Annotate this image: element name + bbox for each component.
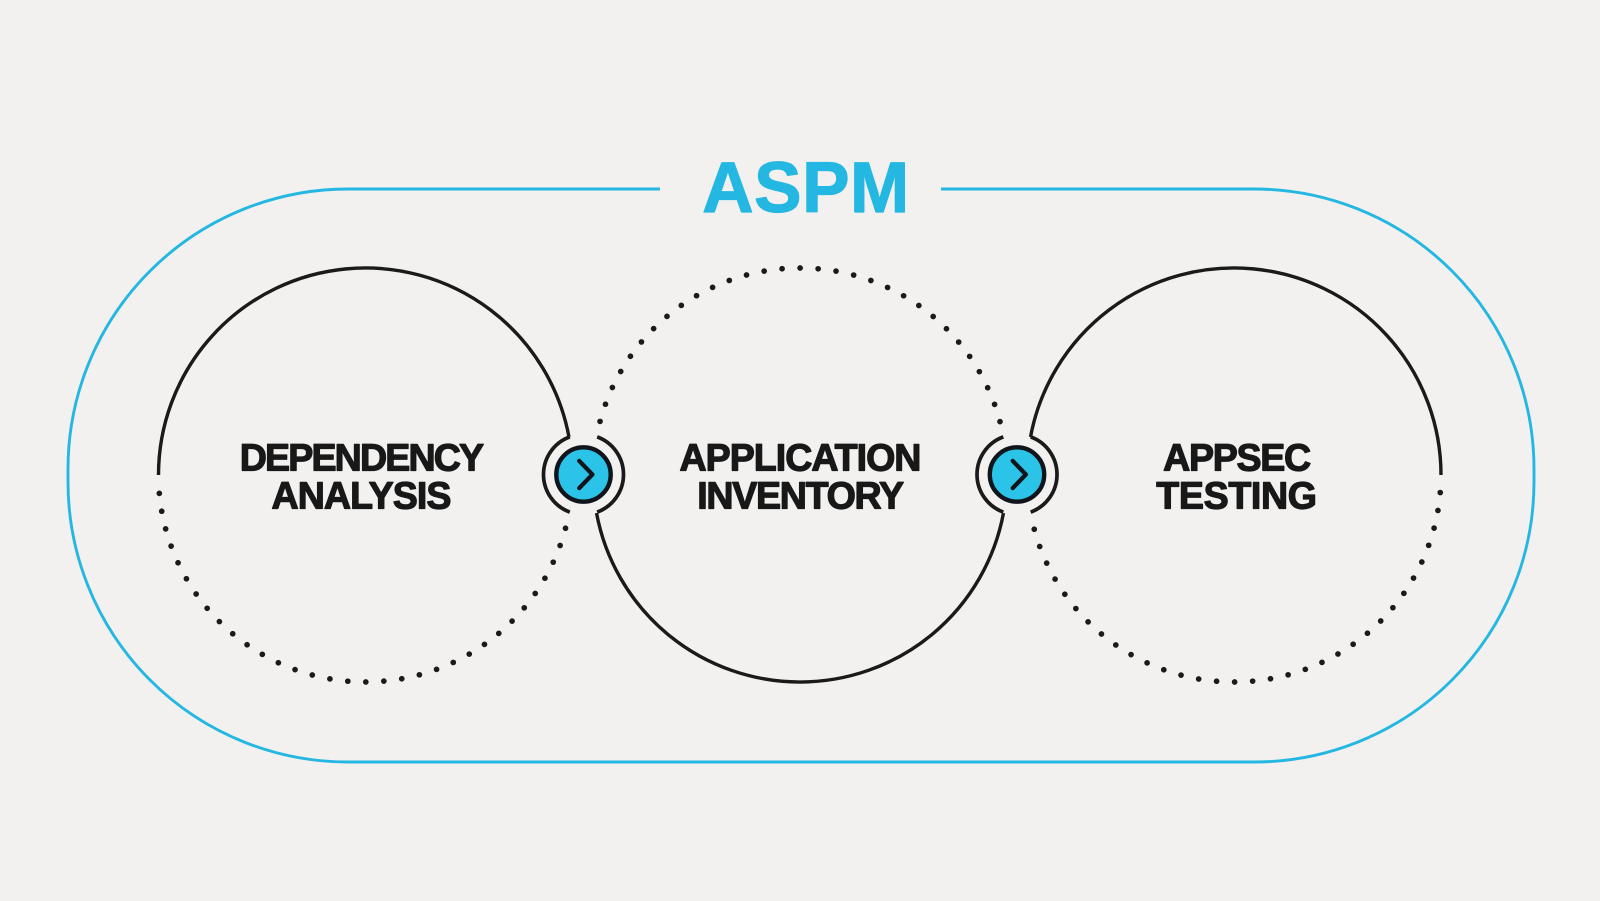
svg-text:APPLICATION: APPLICATION [680,436,921,478]
svg-text:APPSEC: APPSEC [1163,436,1311,478]
svg-text:ASPM: ASPM [702,149,910,228]
svg-text:ANALYSIS: ANALYSIS [272,474,451,516]
svg-text:DEPENDENCY: DEPENDENCY [240,436,484,478]
svg-text:INVENTORY: INVENTORY [697,474,904,516]
svg-text:TESTING: TESTING [1156,474,1316,516]
